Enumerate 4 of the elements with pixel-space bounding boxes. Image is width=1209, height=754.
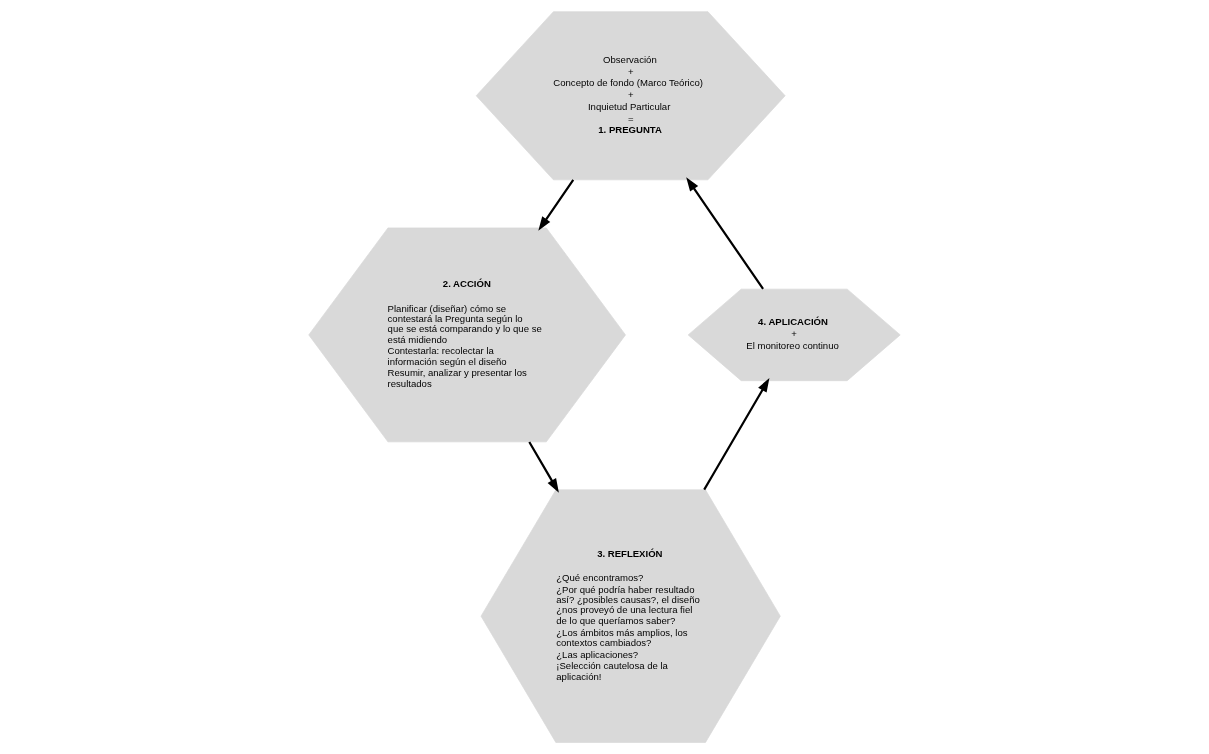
arrow <box>686 177 764 290</box>
arrow <box>703 378 770 491</box>
arrow <box>538 179 575 231</box>
arrow <box>528 441 559 493</box>
